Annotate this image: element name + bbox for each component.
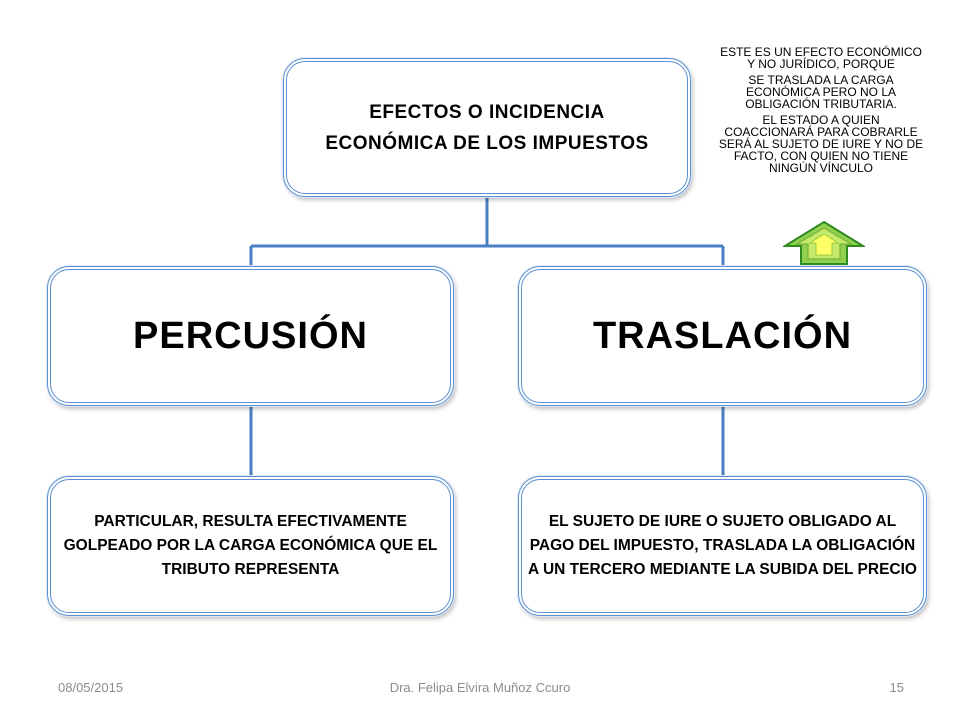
description-node-percusion: PARTICULAR, RESULTA EFECTIVAMENTE GOLPEA… bbox=[47, 476, 454, 616]
footer-page-number: 15 bbox=[889, 680, 904, 695]
root-node: EFECTOS O INCIDENCIA ECONÓMICA DE LOS IM… bbox=[283, 58, 691, 197]
branch-node-percusion: PERCUSIÓN bbox=[47, 266, 454, 406]
side-note: ESTE ES UN EFECTO ECONÓMICO Y NO JURÍDIC… bbox=[716, 46, 926, 178]
root-node-label: EFECTOS O INCIDENCIA ECONÓMICA DE LOS IM… bbox=[325, 101, 649, 154]
footer-author: Dra. Felipa Elvira Muñoz Ccuro bbox=[389, 680, 571, 695]
branch-node-traslacion: TRASLACIÓN bbox=[518, 266, 927, 406]
branch-title-percusion: PERCUSIÓN bbox=[133, 314, 368, 357]
description-text-traslacion: EL SUJETO DE IURE O SUJETO OBLIGADO AL P… bbox=[528, 513, 917, 578]
footer-date: 08/05/2015 bbox=[58, 680, 124, 695]
side-note-paragraph: EL ESTADO A QUIEN COACCIONARÁ PARA COBRA… bbox=[718, 113, 924, 175]
up-arrow-icon bbox=[783, 220, 865, 265]
description-text-percusion: PARTICULAR, RESULTA EFECTIVAMENTE GOLPEA… bbox=[63, 513, 438, 578]
side-note-paragraph: SE TRASLADA LA CARGA ECONÓMICA PERO NO L… bbox=[745, 73, 897, 111]
side-note-paragraph: ESTE ES UN EFECTO ECONÓMICO Y NO JURÍDIC… bbox=[720, 45, 922, 71]
description-node-traslacion: EL SUJETO DE IURE O SUJETO OBLIGADO AL P… bbox=[518, 476, 927, 616]
branch-title-traslacion: TRASLACIÓN bbox=[592, 314, 853, 357]
